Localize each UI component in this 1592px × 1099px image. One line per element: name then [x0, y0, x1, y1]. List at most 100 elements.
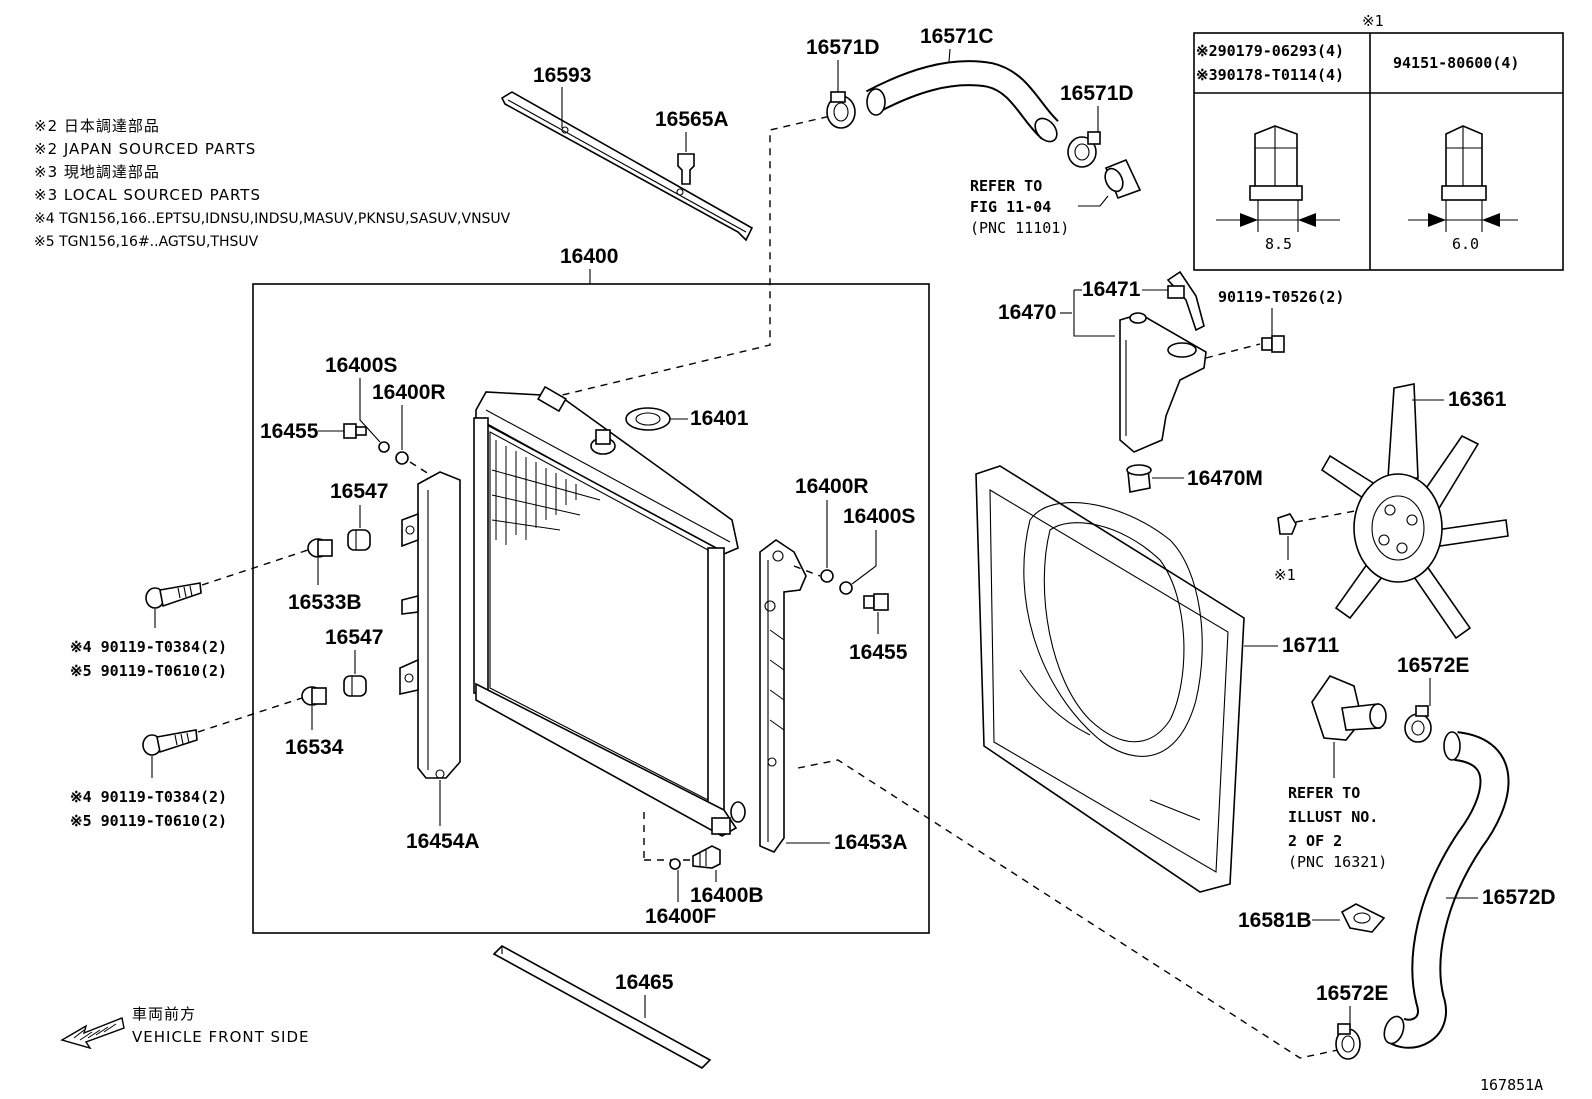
part-label-16400B: 16400B: [690, 884, 764, 907]
figure-id: 167851A: [1480, 1076, 1543, 1094]
refer-text: FIG 11-04: [970, 198, 1051, 216]
upper-hose: [865, 60, 1060, 143]
flange-nut-icon: [1249, 125, 1303, 201]
fastener-table: ※1 ※290179-06293(4) ※390178-T0114(4) 941…: [1193, 12, 1564, 271]
part-label-16465: 16465: [615, 971, 674, 994]
part-label-16400S: 16400S: [843, 505, 915, 528]
long-bolt-icon: [142, 729, 198, 756]
bushing-icon: [307, 538, 333, 558]
table-left-line2: ※390178-T0114(4): [1196, 66, 1344, 84]
note-line: ※5 TGN156,16#..AGTSU,THSUV: [34, 234, 259, 250]
note-line: ※3 LOCAL SOURCED PARTS: [34, 186, 261, 204]
part-label-16455: 16455: [260, 420, 319, 443]
reservoir-cap-hose: [1166, 270, 1205, 332]
part-label-16400S: 16400S: [325, 354, 397, 377]
front-label-jp: 車両前方: [132, 1005, 196, 1023]
reservoir-tank: [1119, 312, 1207, 453]
flange-nut-icon: [1441, 125, 1487, 201]
part-label-16572E: 16572E: [1316, 982, 1388, 1005]
table-left-dim: 8.5: [1265, 235, 1292, 253]
engine-pipe-stub: [1104, 158, 1142, 200]
part-label-16471: 16471: [1082, 278, 1141, 301]
part-label-16470M: 16470M: [1187, 467, 1263, 490]
radiator-cap-icon: [590, 429, 616, 455]
water-inlet-outlet: [1311, 675, 1387, 741]
o-ring-icon: [395, 451, 409, 465]
table-header-mark: ※1: [1362, 12, 1384, 30]
note-line: ※4 TGN156,166..EPTSU,IDNSU,INDSU,MASUV,P…: [34, 211, 511, 227]
part-label-16572D: 16572D: [1482, 886, 1556, 909]
radiator-cap-gasket-icon: [625, 407, 671, 431]
cooling-fan: [1320, 383, 1509, 640]
part-label-16533B: 16533B: [288, 591, 362, 614]
o-ring-icon: [669, 858, 681, 870]
refer-text: (PNC 16321): [1288, 853, 1387, 871]
grommet-icon: [1126, 464, 1152, 493]
part-label-16401: 16401: [690, 407, 749, 430]
o-ring-icon: [839, 581, 853, 595]
part-label-16455: 16455: [849, 641, 908, 664]
part-label-16361: 16361: [1448, 388, 1507, 411]
bolt-icon: [1261, 335, 1285, 353]
part-label-16547: 16547: [330, 480, 388, 503]
part-label-16711: 16711: [1282, 634, 1340, 657]
drain-plug-icon: [692, 845, 721, 869]
part-label-16454A: 16454A: [406, 830, 480, 853]
radiator-support-bar: [500, 91, 754, 242]
note-line: ※2 日本調達部品: [34, 117, 160, 135]
refer-text: REFER TO: [1288, 784, 1360, 802]
refer-text: 2 OF 2: [1288, 832, 1342, 850]
table-right-line1: 94151-80600(4): [1393, 54, 1519, 72]
hose-clamp-icon: [1335, 1023, 1361, 1060]
part-label-16470: 16470: [998, 301, 1056, 324]
bolt-spec: ※4 90119-T0384(2): [70, 638, 227, 656]
long-bolt-icon: [145, 582, 202, 609]
part-label-16571C: 16571C: [920, 25, 994, 48]
part-label-16571D: 16571D: [1060, 82, 1134, 105]
mark-1: ※1: [1274, 566, 1296, 584]
bolt-spec: ※5 90119-T0610(2): [70, 662, 227, 680]
seal-strip: [492, 945, 712, 1069]
note-line: ※2 JAPAN SOURCED PARTS: [34, 140, 256, 158]
part-label-16534: 16534: [285, 736, 344, 759]
bolt-spec: ※4 90119-T0384(2): [70, 788, 227, 806]
o-ring-icon: [378, 441, 390, 453]
part-label-16400R: 16400R: [372, 381, 446, 404]
note-line: ※3 現地調達部品: [34, 163, 160, 181]
part-label-90119-T0526: 90119-T0526(2): [1218, 288, 1344, 306]
table-right-dim: 6.0: [1452, 235, 1479, 253]
part-label-16593: 16593: [533, 64, 591, 87]
refer-text: REFER TO: [970, 177, 1042, 195]
radiator-assembly-frame: [252, 283, 930, 934]
part-label-16581B: 16581B: [1238, 909, 1312, 932]
part-label-16565A: 16565A: [655, 108, 729, 131]
hose-clamp-icon: [1404, 705, 1432, 743]
mount-cushion-icon: [347, 529, 371, 551]
notes-block: ※2 日本調達部品 ※2 JAPAN SOURCED PARTS ※3 現地調達…: [34, 117, 511, 250]
clip-icon: [677, 153, 695, 185]
flange-nut-icon: [1277, 513, 1297, 535]
table-left-line1: ※290179-06293(4): [1196, 42, 1344, 60]
part-label-16400F: 16400F: [645, 905, 716, 928]
refer-text: (PNC 11101): [970, 219, 1069, 237]
right-radiator-bracket: [759, 539, 807, 853]
bolt-icon: [343, 423, 367, 439]
radiator-core: [473, 385, 746, 837]
bolt-spec: ※5 90119-T0610(2): [70, 812, 227, 830]
table-frame: [1193, 32, 1564, 271]
front-label-en: VEHICLE FRONT SIDE: [132, 1028, 310, 1046]
hose-clamp-icon: [1067, 131, 1101, 168]
refer-text: ILLUST NO.: [1288, 808, 1378, 826]
bushing-icon: [301, 686, 327, 706]
part-label-16400: 16400: [560, 245, 618, 268]
part-label-16572E: 16572E: [1397, 654, 1469, 677]
lower-hose: [1383, 731, 1510, 1049]
hose-clamp-icon: [826, 91, 856, 129]
part-label-16547: 16547: [325, 626, 383, 649]
mount-cushion-icon: [343, 675, 367, 697]
part-label-16453A: 16453A: [834, 831, 908, 854]
fan-shroud: [975, 465, 1245, 893]
bolt-icon: [863, 593, 889, 611]
hose-clip-icon: [1340, 903, 1386, 933]
